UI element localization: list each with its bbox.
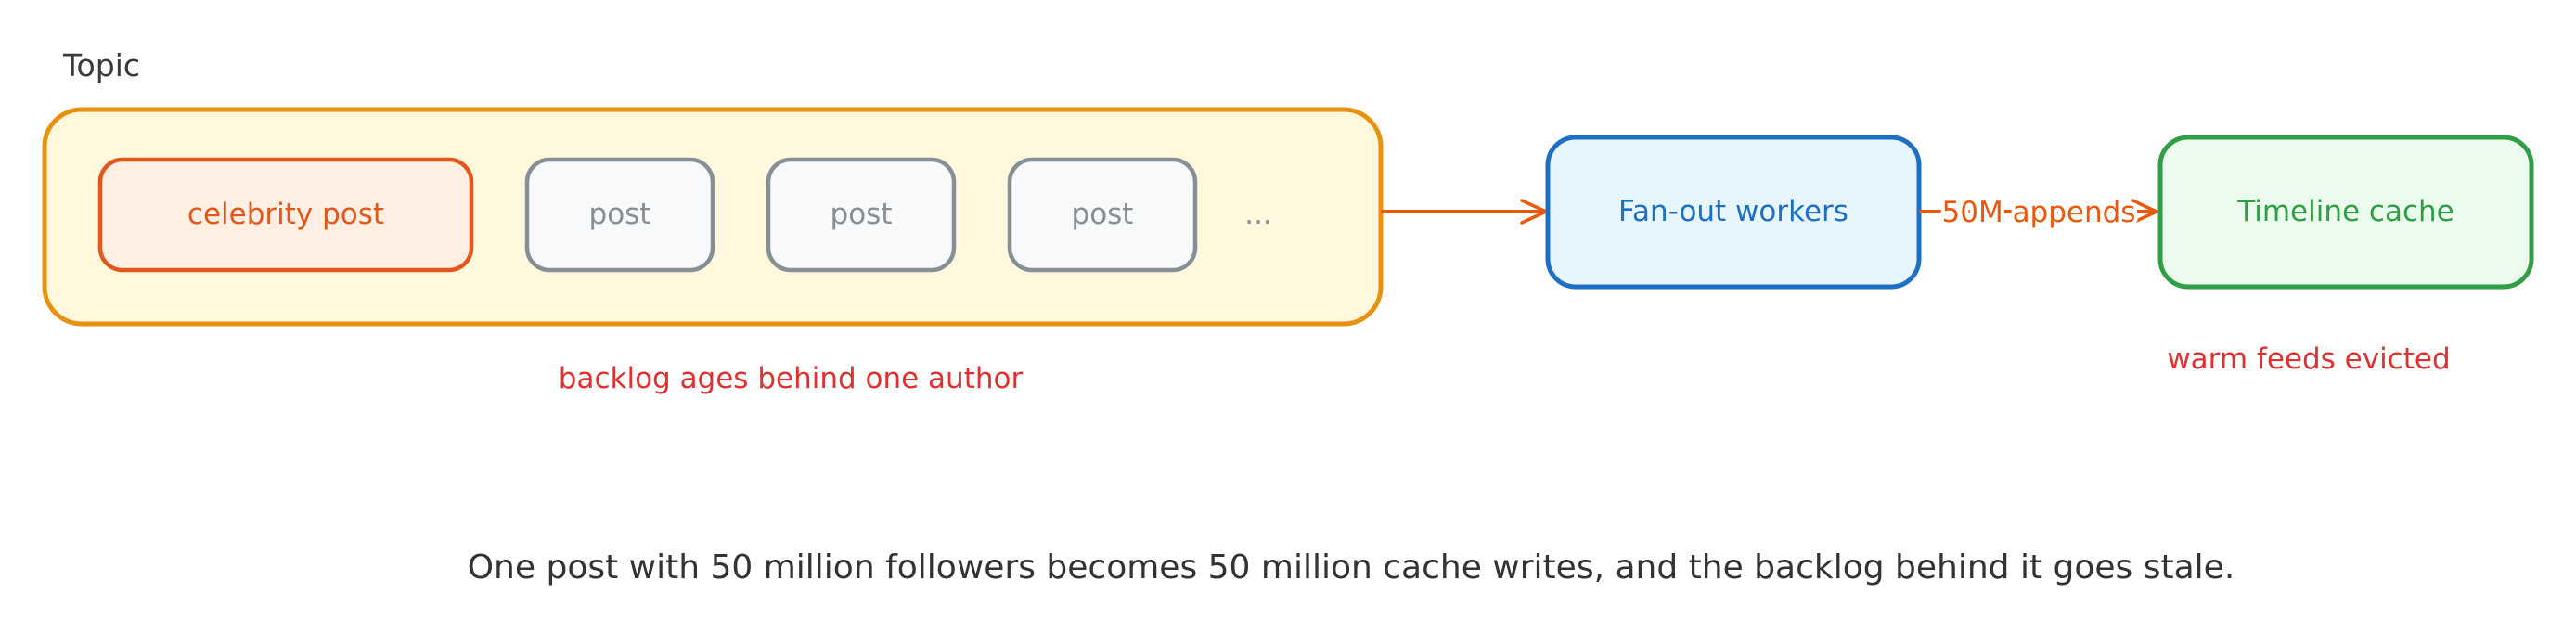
timeline-cache-node: Timeline cache (2157, 135, 2534, 290)
topic-label: Topic (62, 47, 140, 84)
fanout-workers-label: Fan-out workers (1618, 195, 1848, 228)
post-node: post (524, 157, 715, 273)
celebrity-post-node: celebrity post (97, 157, 474, 273)
fanout-workers-node: Fan-out workers (1545, 135, 1922, 290)
diagram-caption: One post with 50 million followers becom… (468, 548, 2235, 587)
post-label: post (589, 198, 651, 231)
post-node: post (1007, 157, 1198, 273)
timeline-cache-label: Timeline cache (2236, 195, 2454, 228)
appends-edge-label: 50M appends (1942, 196, 2136, 229)
post-node: post (766, 157, 957, 273)
celebrity-post-label: celebrity post (187, 198, 384, 231)
more-posts-ellipsis: ... (1244, 198, 1272, 231)
cache-eviction-note: warm feeds evicted (2167, 342, 2450, 376)
post-label: post (1072, 198, 1134, 231)
backlog-note: backlog ages behind one author (559, 362, 1024, 395)
post-label: post (831, 198, 893, 231)
